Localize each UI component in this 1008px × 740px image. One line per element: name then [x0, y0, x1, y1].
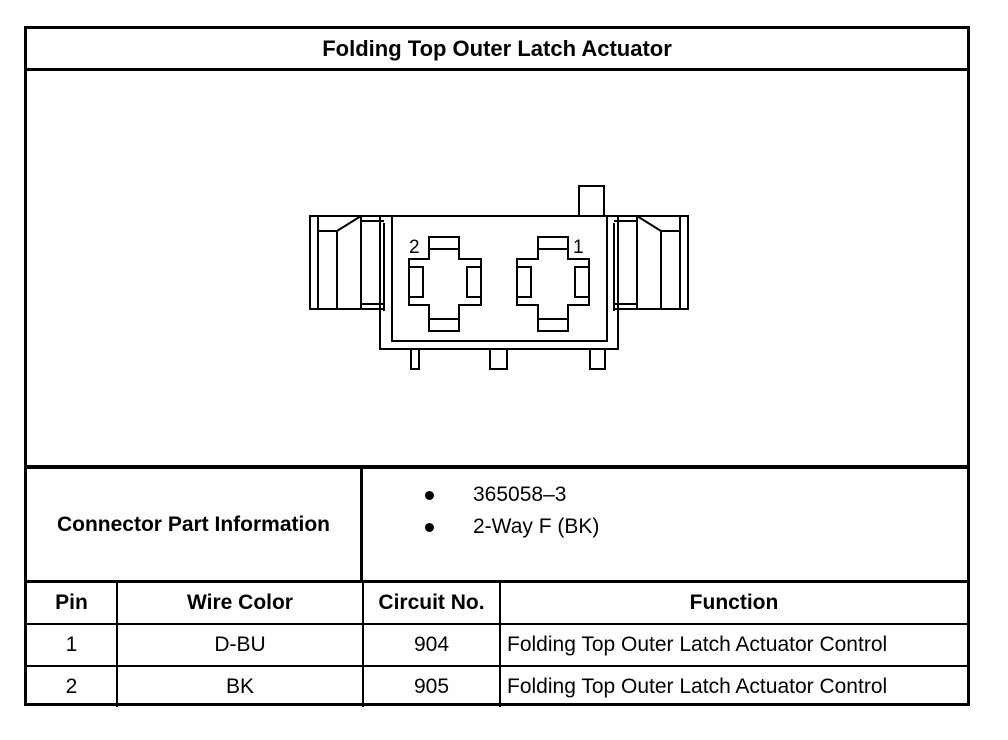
pin-table: Pin Wire Color Circuit No. Function 1 D-… [27, 583, 967, 707]
connector-part-information: Connector Part Information 365058–3 2-Wa… [27, 465, 967, 583]
header-pin: Pin [27, 583, 118, 625]
cell-circuit: 904 [362, 623, 501, 667]
bullet-icon [425, 491, 434, 500]
table-row: 2 BK 905 Folding Top Outer Latch Actuato… [27, 665, 967, 707]
connector-face-diagram: 2 1 [27, 71, 967, 468]
part-number: 365058–3 [473, 483, 567, 506]
cell-wire-color: BK [116, 665, 364, 707]
key-tab [578, 185, 605, 216]
header-function: Function [499, 583, 967, 625]
cavity-1 [516, 236, 590, 332]
header-wire-color: Wire Color [116, 583, 364, 625]
left-latch [309, 215, 384, 310]
list-item: 2-Way F (BK) [367, 511, 599, 543]
pin-label-2: 2 [409, 237, 420, 258]
cell-wire-color: D-BU [116, 623, 364, 667]
cavity-2 [408, 236, 482, 332]
list-item: 365058–3 [367, 479, 599, 511]
connector-body [379, 215, 619, 350]
connector-info-label: Connector Part Information [27, 469, 363, 580]
table-header-row: Pin Wire Color Circuit No. Function [27, 583, 967, 625]
right-latch [614, 215, 689, 310]
connector-sheet: Folding Top Outer Latch Actuator [24, 26, 970, 707]
page-title: Folding Top Outer Latch Actuator [27, 29, 967, 71]
bottom-feet [410, 349, 606, 370]
cell-function: Folding Top Outer Latch Actuator Control [499, 665, 967, 707]
bullet-icon [425, 523, 434, 532]
pin-label-1: 1 [573, 237, 584, 258]
table-row: 1 D-BU 904 Folding Top Outer Latch Actua… [27, 623, 967, 667]
cell-pin: 1 [27, 623, 118, 667]
cell-function: Folding Top Outer Latch Actuator Control [499, 623, 967, 667]
cell-pin: 2 [27, 665, 118, 707]
connector-info-list: 365058–3 2-Way F (BK) [367, 479, 599, 543]
cell-circuit: 905 [362, 665, 501, 707]
connector-drawing: 2 1 [309, 185, 689, 370]
connector-type: 2-Way F (BK) [473, 515, 600, 538]
header-circuit-no: Circuit No. [362, 583, 501, 625]
